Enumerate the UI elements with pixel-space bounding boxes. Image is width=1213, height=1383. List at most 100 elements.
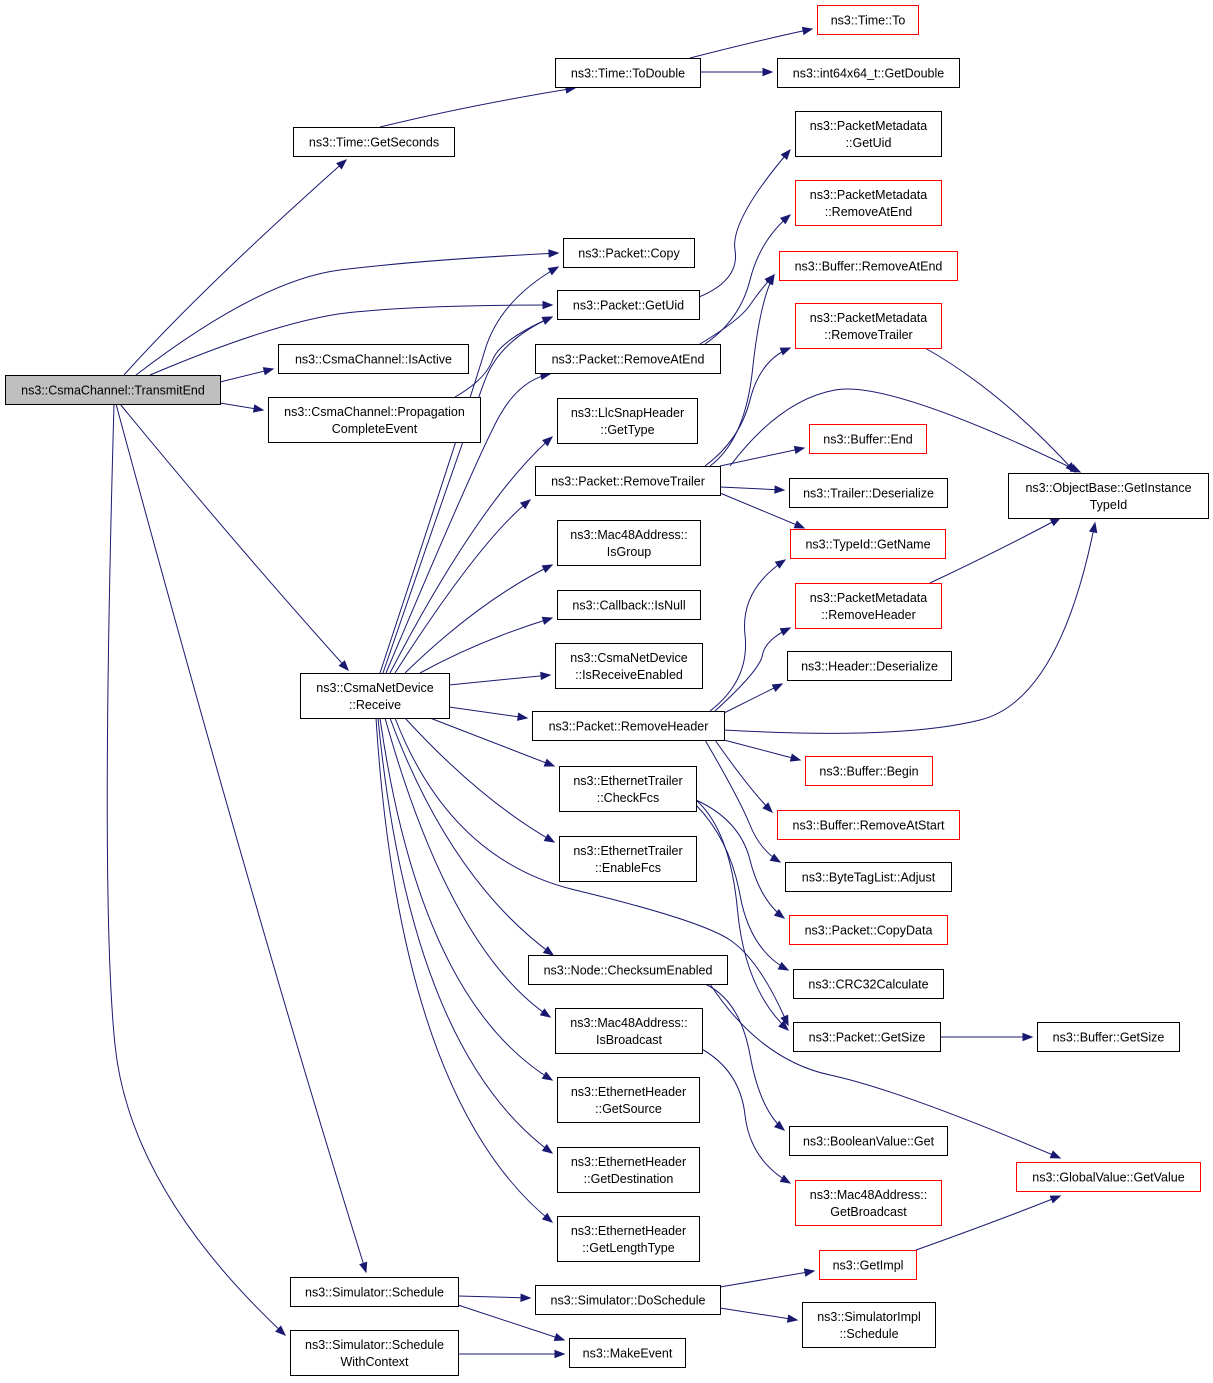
node-box xyxy=(532,711,725,741)
edge-line xyxy=(457,1295,531,1299)
node-packet-get-uid[interactable]: ns3::Packet::GetUid xyxy=(557,290,700,320)
node-btl-adjust[interactable]: ns3::ByteTagList::Adjust xyxy=(785,862,952,892)
edge-line xyxy=(389,436,553,674)
node-eth-check-fcs[interactable]: ns3::EthernetTrailer::CheckFcs xyxy=(559,766,697,812)
node-pkt-remove-trailer[interactable]: ns3::Packet::RemoveTrailer xyxy=(535,466,721,496)
edge-csmaReceive-to-llcGetType xyxy=(389,436,554,674)
node-is-recv-enabled[interactable]: ns3::CsmaNetDevice::IsReceiveEnabled xyxy=(555,643,703,689)
node-eth-get-len-type[interactable]: ns3::EthernetHeader::GetLengthType xyxy=(557,1216,700,1262)
node-get-impl[interactable]: ns3::GetImpl xyxy=(819,1250,917,1280)
edge-line xyxy=(698,149,791,298)
edge-toDouble-to-int64GetDouble xyxy=(700,67,774,77)
node-crc32[interactable]: ns3::CRC32Calculate xyxy=(793,969,944,999)
node-prop-complete[interactable]: ns3::CsmaChannel::PropagationCompleteEve… xyxy=(268,397,481,443)
edge-line xyxy=(429,717,555,767)
node-box xyxy=(789,478,948,508)
node-packet-copy[interactable]: ns3::Packet::Copy xyxy=(563,238,695,268)
node-int64-get-double[interactable]: ns3::int64x64_t::GetDouble xyxy=(777,58,960,88)
edge-simSchedule-to-simDoSchedule xyxy=(457,1293,532,1302)
edge-arrowhead xyxy=(765,273,775,286)
edge-pktRemoveTrailer-to-trailerDeser xyxy=(719,485,786,494)
node-pkt-remove-header[interactable]: ns3::Packet::RemoveHeader xyxy=(532,711,725,741)
node-mac-is-broadcast[interactable]: ns3::Mac48Address::IsBroadcast xyxy=(555,1008,703,1054)
node-eth-get-source[interactable]: ns3::EthernetHeader::GetSource xyxy=(557,1077,700,1123)
node-label: ns3::ByteTagList::Adjust xyxy=(802,871,936,885)
edge-arrowhead xyxy=(780,1014,789,1027)
node-label: ns3::BooleanValue::Get xyxy=(803,1135,935,1149)
edge-line xyxy=(379,266,559,674)
edge-pktRemoveHeader-to-pmRemoveHeader xyxy=(714,627,792,712)
edge-csmaReceive-to-isRecvEnabled xyxy=(448,671,552,686)
node-box xyxy=(555,58,701,88)
node-bool-get[interactable]: ns3::BooleanValue::Get xyxy=(789,1126,948,1156)
node-label: ns3::MakeEvent xyxy=(583,1347,673,1361)
node-checksum-enabled[interactable]: ns3::Node::ChecksumEnabled xyxy=(528,955,728,985)
edge-line xyxy=(719,447,805,467)
node-type-id-get-name[interactable]: ns3::TypeId::GetName xyxy=(790,529,946,559)
edge-pktRemoveHeader-to-objGetInstance xyxy=(723,521,1098,734)
node-label: ::GetSource xyxy=(595,1102,662,1116)
node-header-deser[interactable]: ns3::Header::Deserialize xyxy=(787,651,952,681)
edge-arrowhead xyxy=(801,26,814,36)
node-pm-get-uid[interactable]: ns3::PacketMetadata::GetUid xyxy=(795,111,942,157)
node-make-event[interactable]: ns3::MakeEvent xyxy=(569,1338,686,1368)
node-csma-receive[interactable]: ns3::CsmaNetDevice::Receive xyxy=(300,673,450,719)
node-buf-get-size[interactable]: ns3::Buffer::GetSize xyxy=(1037,1022,1180,1052)
node-sim-do-schedule[interactable]: ns3::Simulator::DoSchedule xyxy=(535,1285,721,1315)
edge-pktRemoveHeader-to-bufBegin xyxy=(723,739,802,762)
edge-csmaReceive-to-pktRemoveTrailer xyxy=(394,499,532,674)
edge-arrowhead xyxy=(543,833,556,843)
node-box xyxy=(790,529,946,559)
edge-arrowhead xyxy=(541,564,554,573)
edge-line xyxy=(704,983,785,1131)
node-label: ::RemoveAtEnd xyxy=(825,205,913,219)
node-mac-get-broadcast[interactable]: ns3::Mac48Address::GetBroadcast xyxy=(795,1180,942,1226)
node-pkt-get-size[interactable]: ns3::Packet::GetSize xyxy=(793,1022,941,1052)
edge-arrowhead xyxy=(542,300,554,310)
node-trailer-deser[interactable]: ns3::Trailer::Deserialize xyxy=(789,478,948,508)
node-buf-remove-at-start[interactable]: ns3::Buffer::RemoveAtStart xyxy=(777,810,960,840)
edge-arrowhead xyxy=(1049,517,1062,527)
node-box xyxy=(557,1077,700,1123)
node-global-get-value[interactable]: ns3::GlobalValue::GetValue xyxy=(1016,1162,1201,1192)
node-label: ns3::Time::To xyxy=(831,14,906,28)
node-transmit-end[interactable]: ns3::CsmaChannel::TransmitEnd xyxy=(5,375,221,405)
node-label: ns3::Time::ToDouble xyxy=(571,67,685,81)
node-pkt-remove-at-end[interactable]: ns3::Packet::RemoveAtEnd xyxy=(535,344,721,374)
node-pm-remove-header[interactable]: ns3::PacketMetadata::RemoveHeader xyxy=(795,583,942,629)
node-pm-remove-at-end[interactable]: ns3::PacketMetadata::RemoveAtEnd xyxy=(795,180,942,226)
node-buf-begin[interactable]: ns3::Buffer::Begin xyxy=(805,756,933,786)
edge-line xyxy=(699,1047,791,1184)
edge-checksumEnabled-to-boolGet xyxy=(704,983,786,1131)
edge-arrowhead xyxy=(541,1071,554,1081)
node-mac-is-group[interactable]: ns3::Mac48Address::IsGroup xyxy=(557,520,701,566)
node-buf-end[interactable]: ns3::Buffer::End xyxy=(809,424,927,454)
node-pkt-copy-data[interactable]: ns3::Packet::CopyData xyxy=(789,915,948,945)
node-get-seconds[interactable]: ns3::Time::GetSeconds xyxy=(293,127,455,157)
node-to-double[interactable]: ns3::Time::ToDouble xyxy=(555,58,701,88)
node-is-active[interactable]: ns3::CsmaChannel::IsActive xyxy=(278,344,469,374)
edge-line xyxy=(389,717,554,956)
edge-ethCheckFcs-to-pktCopyData xyxy=(695,799,786,919)
node-buf-remove-at-end[interactable]: ns3::Buffer::RemoveAtEnd xyxy=(779,251,958,281)
node-sim-impl-schedule[interactable]: ns3::SimulatorImpl::Schedule xyxy=(802,1302,936,1348)
edge-arrowhead xyxy=(1065,462,1076,474)
node-eth-get-dest[interactable]: ns3::EthernetHeader::GetDestination xyxy=(557,1147,700,1193)
node-time-to[interactable]: ns3::Time::To xyxy=(817,5,919,35)
node-label: ::GetUid xyxy=(846,136,892,150)
node-label: ns3::Buffer::GetSize xyxy=(1053,1031,1165,1045)
node-sim-schedule[interactable]: ns3::Simulator::Schedule xyxy=(290,1277,459,1307)
edge-csmaReceive-to-ethGetDest xyxy=(377,717,554,1154)
node-label: ns3::TypeId::GetName xyxy=(805,538,930,552)
node-label: ns3::Simulator::Schedule xyxy=(305,1286,444,1300)
node-pm-remove-trailer[interactable]: ns3::PacketMetadata::RemoveTrailer xyxy=(795,303,942,349)
edge-arrowhead xyxy=(779,214,792,225)
node-llc-get-type[interactable]: ns3::LlcSnapHeader::GetType xyxy=(557,398,698,444)
node-eth-enable-fcs[interactable]: ns3::EthernetTrailer::EnableFcs xyxy=(559,836,697,882)
node-label: ns3::Mac48Address:: xyxy=(570,528,687,542)
node-box xyxy=(793,1022,941,1052)
node-cb-is-null[interactable]: ns3::Callback::IsNull xyxy=(557,590,701,620)
node-label: ns3::EthernetHeader xyxy=(571,1085,686,1099)
